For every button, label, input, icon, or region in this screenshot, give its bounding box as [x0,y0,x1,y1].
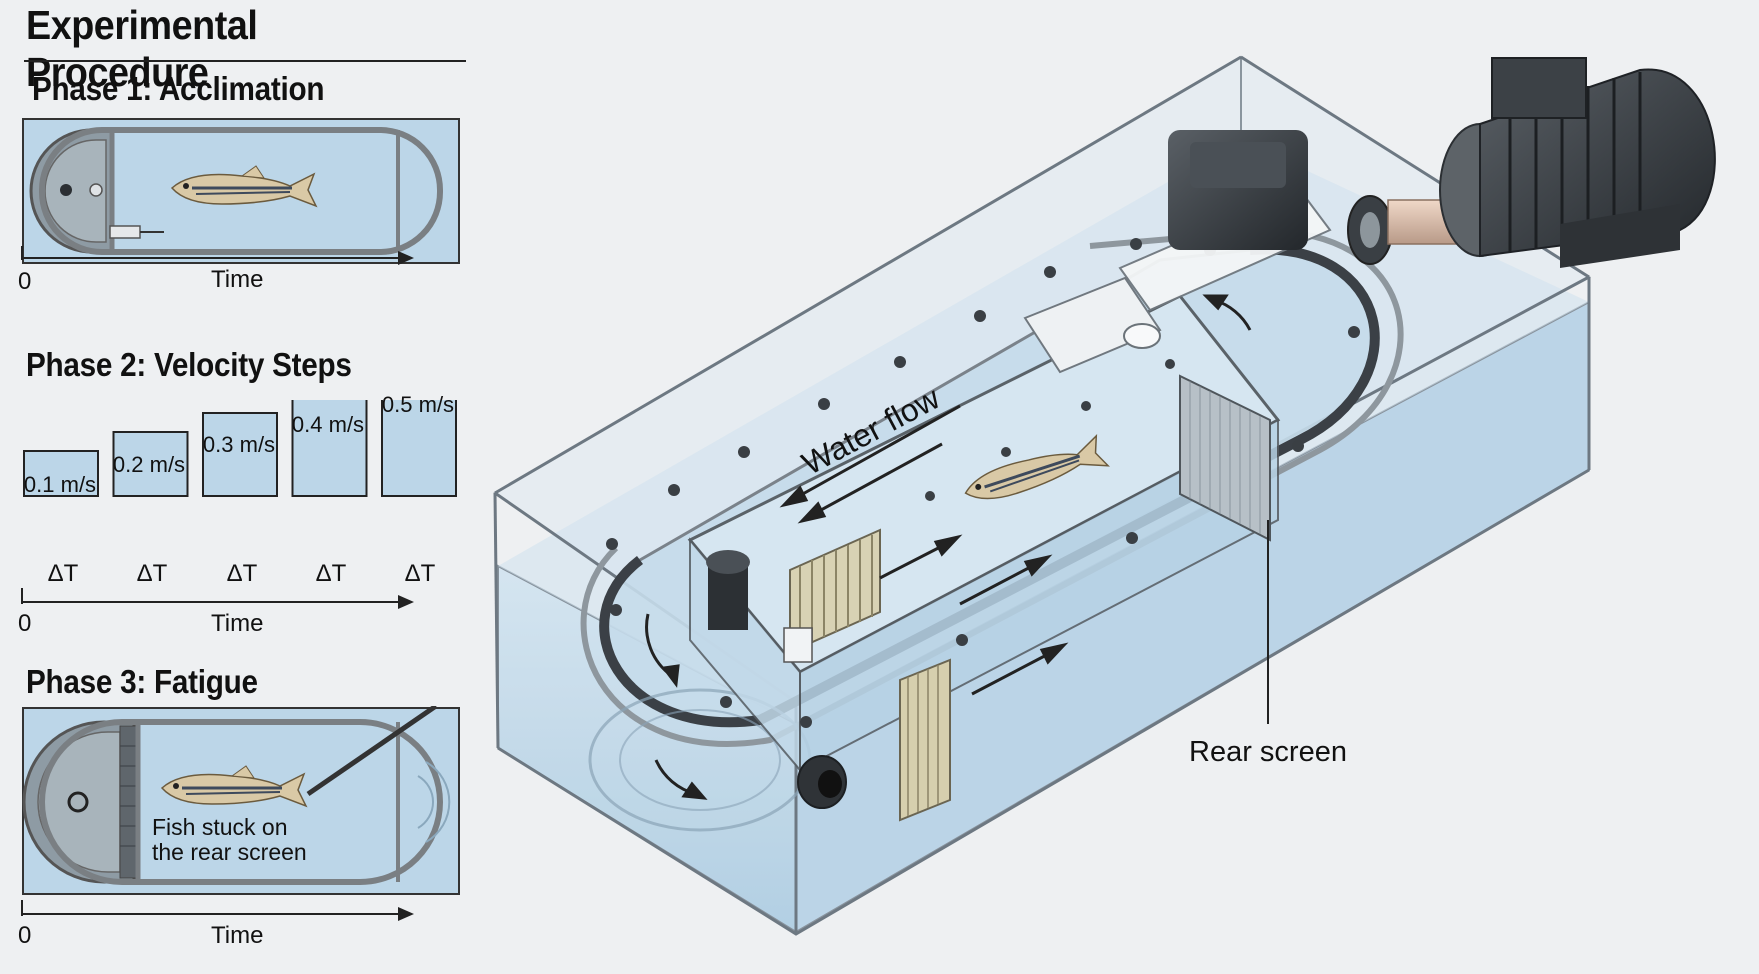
outlet-nozzle [706,550,847,809]
velocity-step-bar [202,412,278,497]
step-velocity-label: 0.1 m/s [23,472,97,497]
velocity-step-bar [291,400,368,497]
fish-icon [160,765,308,808]
phase-1-axis-label: Time [211,266,264,293]
fish-icon [170,165,318,208]
step-duration-label: ΔT [315,560,347,587]
phase-1-title: Phase 1: Acclimation [32,70,325,107]
phase-2-time-axis [21,588,414,609]
fish-icon [964,434,1110,500]
step-duration-label: ΔT [226,560,258,587]
rim-bolts [606,238,1360,728]
step-velocity-label: 0.4 m/s [291,412,365,437]
step-velocity-label: 0.3 m/s [202,432,276,457]
fish-caption-line-2: the rear screen [152,839,307,865]
velocity-step-bar [23,450,99,497]
step-velocity-label: 0.2 m/s [112,452,186,477]
flow-arrows [645,294,1252,800]
motor [1387,57,1716,268]
title-divider [24,60,466,62]
rear-screen-label: Rear screen [1189,736,1347,768]
step-duration-label: ΔT [136,560,168,587]
step-duration-label: ΔT [404,560,436,587]
procedure-panel: Experimental Procedure Phase 1: Acclimat… [0,0,480,974]
pump-housing [1023,130,1393,374]
phase-2-axis-origin: 0 [18,610,32,637]
phase-2-axis-label: Time [211,610,264,637]
velocity-step-bar [112,431,189,497]
phase-1-axis-origin: 0 [18,268,32,295]
step-velocity-label: 0.5 m/s [381,392,455,417]
phase-1-time-axis [21,246,414,265]
page-title: Experimental Procedure [26,2,258,95]
probe-rod [306,706,438,797]
phase-3-time-axis [21,900,414,921]
fatigue-tank-diagram [22,706,460,895]
velocity-step-bar [381,400,457,497]
velocity-steps-chart [23,400,457,497]
phase-2-title: Phase 2: Velocity Steps [26,346,352,383]
step-duration-label: ΔT [47,560,79,587]
fish-caption-line-1: Fish stuck on [152,814,288,840]
swim-tunnel-illustration [493,55,1716,936]
phase-3-axis-label: Time [211,922,264,949]
acclimation-tank-diagram [22,118,460,264]
rear-screen [1179,374,1271,542]
phase-3-axis-origin: 0 [18,922,32,949]
